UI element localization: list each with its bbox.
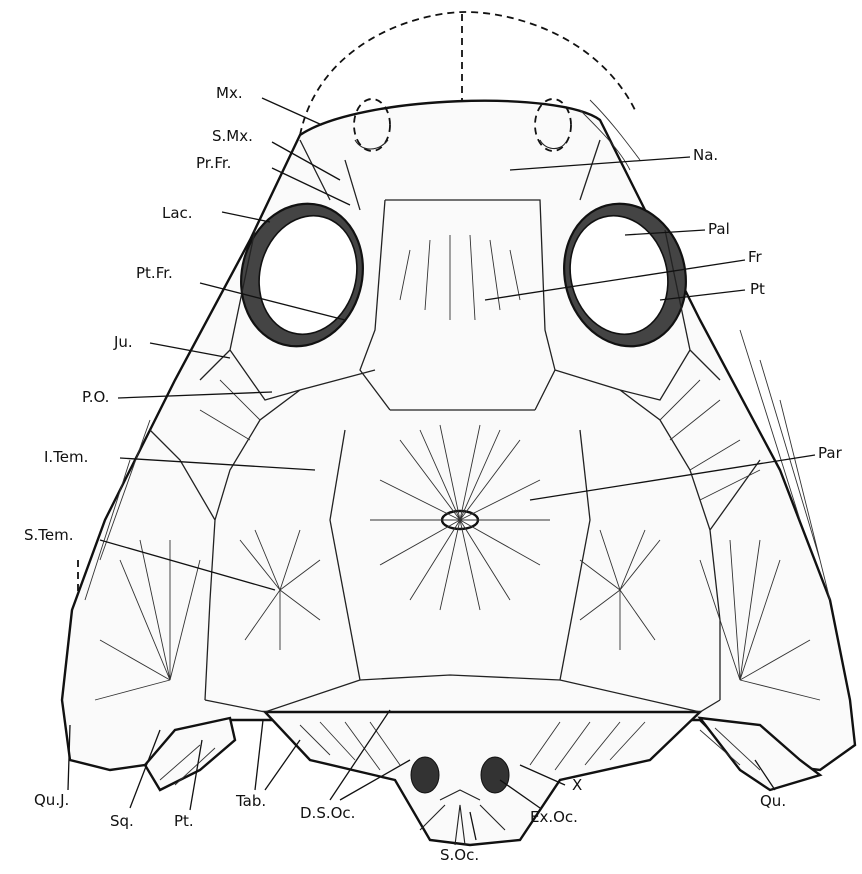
label-stem: S.Tem. xyxy=(24,526,74,544)
label-smx: S.Mx. xyxy=(212,127,253,145)
skull-outline xyxy=(62,101,855,770)
leader-tab xyxy=(255,720,263,790)
label-mx: Mx. xyxy=(216,84,243,102)
label-pt-left: Pt. xyxy=(174,812,194,830)
label-pt-right: Pt xyxy=(750,280,765,298)
label-ju: Ju. xyxy=(113,333,133,351)
label-par: Par xyxy=(818,444,843,462)
label-sq: Sq. xyxy=(110,812,134,830)
label-ptfr: Pt.Fr. xyxy=(136,264,173,282)
label-na: Na. xyxy=(693,146,718,164)
label-quj: Qu.J. xyxy=(34,791,69,809)
label-item: I.Tem. xyxy=(44,448,88,466)
foramen-right xyxy=(481,757,509,793)
label-x: X xyxy=(572,776,582,794)
label-lac: Lac. xyxy=(162,204,193,222)
label-po: P.O. xyxy=(82,388,109,406)
label-tab: Tab. xyxy=(235,792,266,810)
label-dsoc: D.S.Oc. xyxy=(300,804,355,822)
label-qu: Qu. xyxy=(760,792,786,810)
leader-tab2 xyxy=(265,740,300,790)
label-prfr: Pr.Fr. xyxy=(196,154,231,172)
label-pal: Pal xyxy=(708,220,730,238)
label-soc: S.Oc. xyxy=(440,846,479,864)
label-exoc: Ex.Oc. xyxy=(530,808,578,826)
label-fr: Fr xyxy=(748,248,763,266)
leader-mx xyxy=(262,98,322,125)
foramen-left xyxy=(411,757,439,793)
